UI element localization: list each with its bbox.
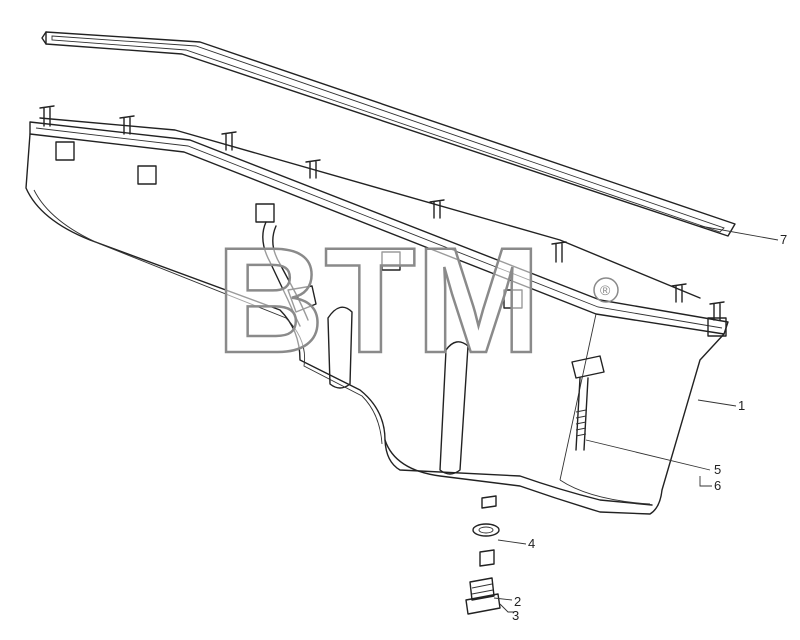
- callout-5: 5: [714, 462, 721, 477]
- callout-7: 7: [780, 232, 787, 247]
- callout-labels: 7 1 5 6 4 2 3: [512, 232, 787, 623]
- registered-mark: ®: [600, 282, 611, 298]
- callout-2: 2: [514, 594, 521, 609]
- callout-4: 4: [528, 536, 535, 551]
- flange-studs: [39, 105, 727, 337]
- oil-pan-part: [25, 117, 729, 515]
- watermark: BTM ®: [215, 215, 619, 385]
- gasket-part: [41, 31, 736, 237]
- callout-1: 1: [738, 398, 745, 413]
- callout-3: 3: [512, 608, 519, 623]
- registered-mark-circle: [593, 277, 619, 303]
- drain-plug-part: [465, 577, 501, 615]
- leader-lines: [493, 225, 779, 613]
- washer-part: [472, 523, 500, 537]
- watermark-text: BTM: [216, 216, 541, 384]
- spacer-part: [479, 549, 495, 567]
- callout-6: 6: [714, 478, 721, 493]
